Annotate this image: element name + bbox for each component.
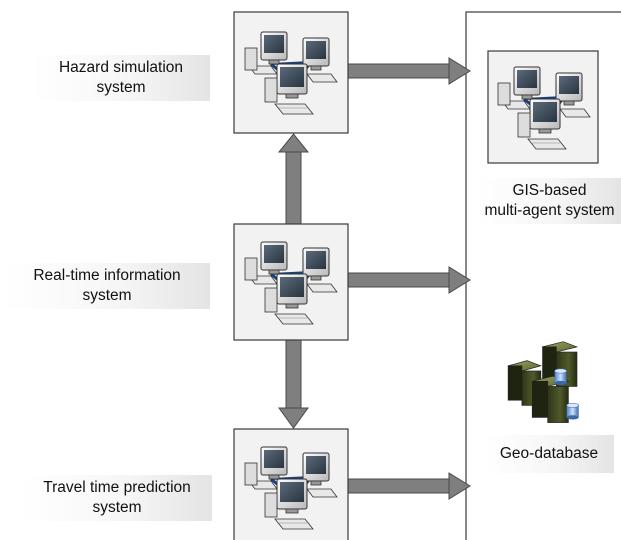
arrow-travel-to-container [347, 472, 471, 500]
arrow-realtime-to-travel [278, 339, 309, 429]
gis-multi-agent-node [487, 50, 599, 164]
realtime-information-label: Real-time information system [4, 263, 210, 309]
gis-multi-agent-label: GIS-based multi-agent system [478, 178, 621, 224]
travel-time-prediction-label: Travel time prediction system [22, 475, 212, 521]
travel-time-prediction-node [233, 428, 349, 540]
arrow-realtime-to-hazard [277, 133, 310, 226]
hazard-simulation-node [233, 11, 349, 134]
realtime-information-node [233, 223, 349, 341]
arrow-hazard-to-gis [347, 57, 471, 85]
arrow-realtime-to-container [347, 266, 471, 294]
geo-database-label: Geo-database [484, 435, 614, 473]
hazard-simulation-label: Hazard simulation system [32, 55, 210, 101]
